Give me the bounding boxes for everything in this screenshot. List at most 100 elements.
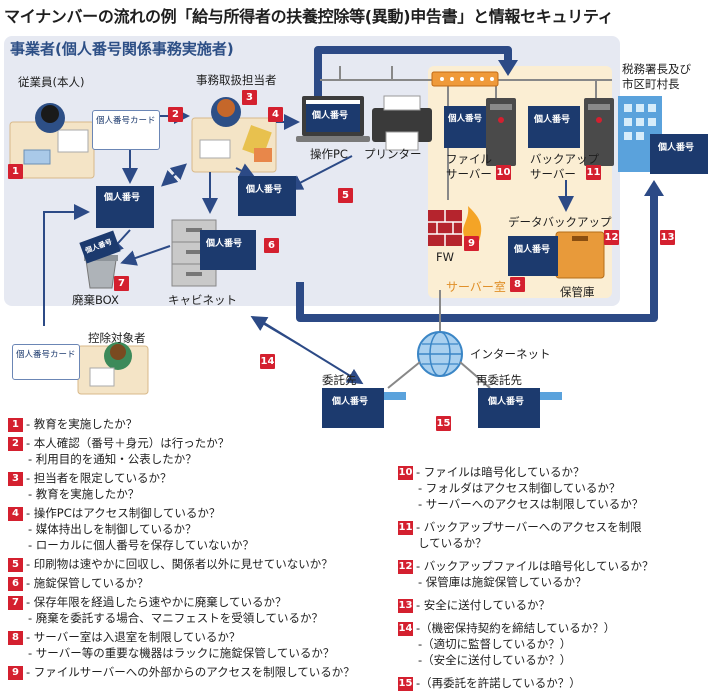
legend-item-5: 5- 印刷物は速やかに回収し、関係者以外に見せていないか？ bbox=[8, 556, 333, 572]
legend-badge-8: 8 bbox=[8, 631, 23, 645]
handler-icon bbox=[191, 97, 277, 173]
legend-text: - 保存年限を経過したら速やかに廃棄しているか？ bbox=[26, 595, 287, 609]
badge-3: 3 bbox=[242, 90, 257, 105]
legend-item-8: 8- サーバー室は入退室を制限しているか？ bbox=[8, 629, 240, 645]
loop-arrow-top bbox=[314, 46, 512, 100]
internet-label: インターネット bbox=[470, 347, 551, 361]
employee-label: 従業員(本人) bbox=[18, 75, 85, 89]
badge-10: 10 bbox=[496, 165, 511, 180]
legend-item-10-line-3: - サーバーへのアクセスは制限しているか？ bbox=[398, 496, 643, 512]
backup-server-icon bbox=[584, 98, 614, 166]
badge-9: 9 bbox=[464, 236, 479, 251]
legend-text: -（適切に監督しているか？） bbox=[418, 637, 572, 651]
handler-label: 事務取扱担当者 bbox=[196, 73, 277, 87]
legend-text: - サーバーへのアクセスは制限しているか？ bbox=[418, 497, 644, 511]
subcontractor-label: 再委託先 bbox=[476, 373, 522, 387]
legend-item-12: 12- バックアップファイルは暗号化しているか？ bbox=[398, 558, 653, 574]
legend-text: -（機密保持契約を締結しているか？） bbox=[416, 621, 616, 635]
mynumber-doc-subcontractor: 個人番号 bbox=[478, 388, 540, 428]
badge-15: 15 bbox=[436, 416, 451, 431]
network-hub bbox=[431, 71, 499, 87]
employee-icon bbox=[9, 103, 95, 179]
legend-item-11: 11- バックアップサーバーへのアクセスを制限 bbox=[398, 519, 642, 535]
pc-label: 操作PC bbox=[310, 147, 348, 161]
legend-item-14: 14-（機密保持契約を締結しているか？） bbox=[398, 620, 615, 636]
legend-badge-12: 12 bbox=[398, 560, 413, 574]
internet-globe-icon bbox=[417, 331, 463, 377]
legend-item-12-line-2: - 保管庫は施錠保管しているか？ bbox=[398, 574, 586, 590]
tax-office-label: 税務署長及び 市区町村長 bbox=[622, 62, 691, 91]
legend-text: - 媒体持出しを制御しているか？ bbox=[28, 522, 197, 536]
legend-text: - 担当者を限定しているか？ bbox=[26, 471, 172, 485]
mynumber-card-employee: 個人番号カード bbox=[92, 110, 160, 150]
legend-text: - フォルダはアクセス制御しているか？ bbox=[418, 481, 621, 495]
legend-item-13: 13- 安全に送付しているか？ bbox=[398, 597, 550, 613]
badge-7: 7 bbox=[114, 276, 129, 291]
subcontractor-building-icon bbox=[540, 392, 562, 400]
fw-label: FW bbox=[436, 250, 454, 264]
badge-1: 1 bbox=[8, 164, 23, 179]
cabinet-label: キャビネット bbox=[168, 293, 237, 307]
legend-text: -（再委託を許諾しているか？） bbox=[416, 676, 581, 690]
mynumber-doc-contractor: 個人番号 bbox=[322, 388, 384, 428]
mynumber-card-deduction: 個人番号カード bbox=[12, 344, 80, 380]
server-room-label: サーバー室 bbox=[446, 280, 506, 294]
legend-text: - サーバー等の重要な機器はラックに施錠保管しているか？ bbox=[28, 646, 335, 660]
contractor-label: 委託先 bbox=[322, 373, 357, 387]
legend-text: しているか？ bbox=[418, 536, 487, 550]
legend-text: - 保管庫は施錠保管しているか？ bbox=[418, 575, 587, 589]
mynumber-doc-employee: 個人番号 bbox=[96, 186, 154, 228]
legend-item-9: 9- ファイルサーバーへの外部からのアクセスを制限しているか？ bbox=[8, 664, 355, 680]
badge-8: 8 bbox=[510, 277, 525, 292]
storage-box-icon bbox=[555, 231, 605, 279]
file-server-label: ファイル サーバー bbox=[446, 152, 492, 181]
business-label: 事業者(個人番号関係事務実施者) bbox=[10, 40, 234, 58]
mynumber-doc-printout: 個人番号 bbox=[238, 176, 296, 216]
legend-text: - 教育を実施したか？ bbox=[28, 487, 140, 501]
legend-text: - 教育を実施したか？ bbox=[26, 417, 138, 431]
legend-badge-11: 11 bbox=[398, 521, 413, 535]
legend-item-14-line-2: -（適切に監督しているか？） bbox=[398, 636, 571, 652]
storage-label: 保管庫 bbox=[560, 285, 595, 299]
legend-item-6: 6- 施錠保管しているか？ bbox=[8, 575, 148, 591]
legend-text: - 安全に送付しているか？ bbox=[416, 598, 550, 612]
mynumber-doc-pc: 個人番号 bbox=[306, 104, 360, 132]
legend-item-15: 15-（再委託を許諾しているか？） bbox=[398, 675, 581, 691]
badge-4: 4 bbox=[268, 107, 283, 122]
legend-item-10: 10- ファイルは暗号化しているか？ bbox=[398, 464, 584, 480]
disposal-label: 廃棄BOX bbox=[72, 293, 119, 307]
legend-item-10-line-2: - フォルダはアクセス制御しているか？ bbox=[398, 480, 620, 496]
legend-text: -（安全に送付しているか？） bbox=[418, 653, 572, 667]
legend-item-2: 2- 本人確認（番号＋身元）は行ったか？ bbox=[8, 435, 229, 451]
backup-server-label: バックアップ サーバー bbox=[530, 152, 599, 181]
legend-badge-5: 5 bbox=[8, 558, 23, 572]
legend-item-14-line-3: -（安全に送付しているか？） bbox=[398, 652, 571, 668]
legend-badge-4: 4 bbox=[8, 507, 23, 521]
legend-text: - 利用目的を通知・公表したか？ bbox=[28, 452, 197, 466]
legend-text: - サーバー室は入退室を制限しているか？ bbox=[26, 630, 241, 644]
legend-item-4-line-3: - ローカルに個人番号を保存していないか？ bbox=[8, 537, 254, 553]
legend-item-11-line-2: しているか？ bbox=[398, 535, 487, 551]
contractor-building-icon bbox=[384, 392, 406, 400]
legend-item-2-line-2: - 利用目的を通知・公表したか？ bbox=[8, 451, 197, 467]
legend-badge-7: 7 bbox=[8, 596, 23, 610]
legend-text: - ローカルに個人番号を保存していないか？ bbox=[28, 538, 254, 552]
badge-11: 11 bbox=[586, 165, 601, 180]
legend-badge-1: 1 bbox=[8, 418, 23, 432]
legend-text: - ファイルは暗号化しているか？ bbox=[416, 465, 585, 479]
legend-item-3-line-2: - 教育を実施したか？ bbox=[8, 486, 139, 502]
deduction-person-label: 控除対象者 bbox=[88, 331, 146, 345]
legend-text: - ファイルサーバーへの外部からのアクセスを制限しているか？ bbox=[26, 665, 355, 679]
legend-item-4: 4- 操作PCはアクセス制御しているか？ bbox=[8, 505, 220, 521]
badge-2: 2 bbox=[168, 107, 183, 122]
legend-badge-2: 2 bbox=[8, 437, 23, 451]
page-title: マイナンバーの流れの例「給与所得者の扶養控除等(異動)申告書」と情報セキュリティ bbox=[4, 7, 614, 26]
badge-13: 13 bbox=[660, 230, 675, 245]
legend-badge-6: 6 bbox=[8, 577, 23, 591]
deduction-person-icon bbox=[77, 342, 149, 395]
printer-icon bbox=[372, 95, 432, 151]
legend-text: - 廃棄を委託する場合、マニフェストを受領しているか？ bbox=[28, 611, 323, 625]
mynumber-doc-backup-server: 個人番号 bbox=[528, 106, 580, 148]
mynumber-doc-file-server: 個人番号 bbox=[444, 106, 486, 148]
mynumber-doc-tax-office: 個人番号 bbox=[650, 134, 708, 174]
